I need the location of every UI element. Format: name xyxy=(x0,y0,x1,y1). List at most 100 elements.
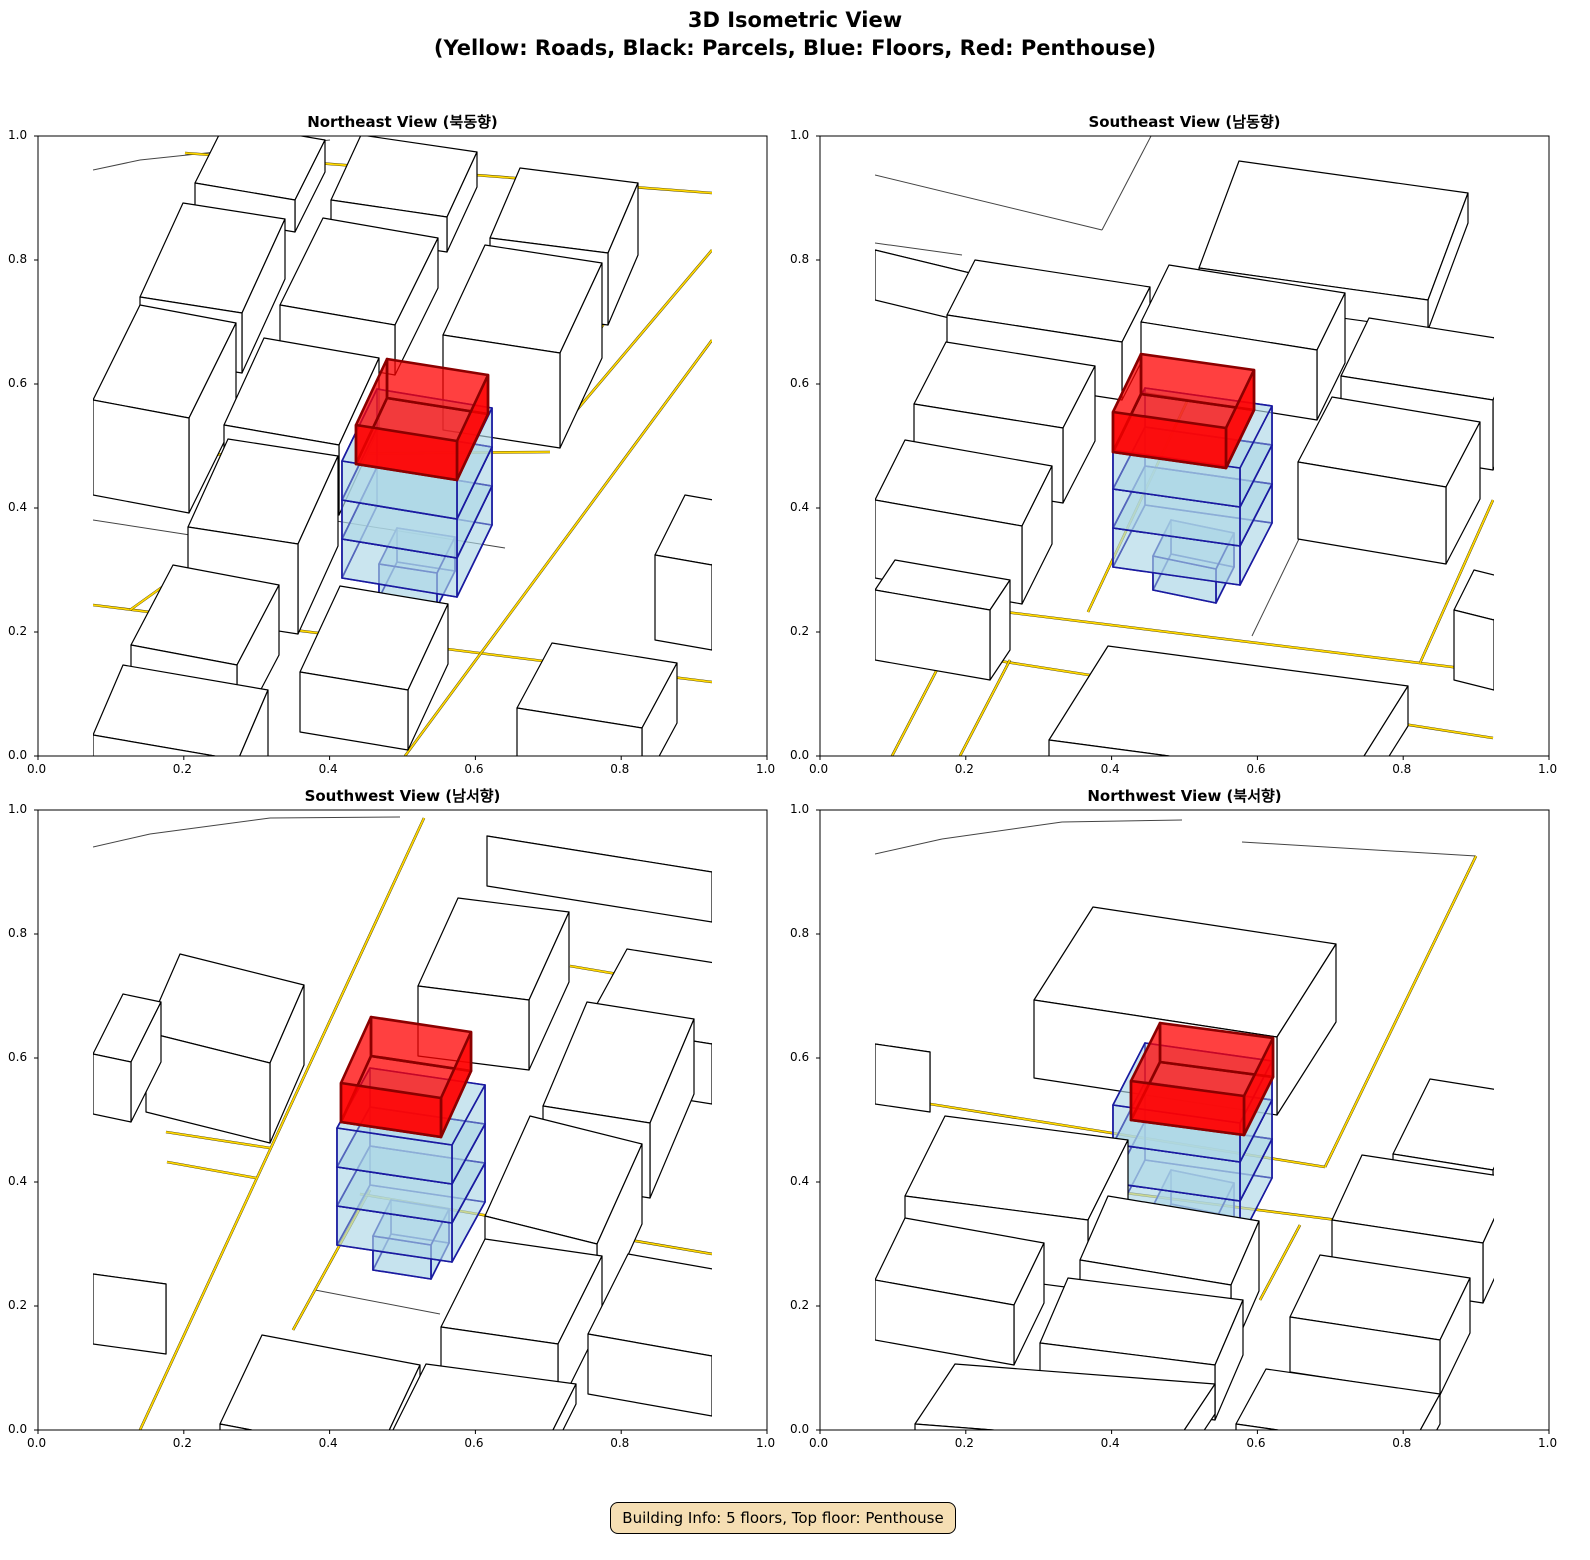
building-front xyxy=(914,1423,1001,1430)
panel-title-northeast: Northeast View (북동향) xyxy=(307,113,498,131)
panel-northwest-drawing xyxy=(875,819,1494,1430)
parcel-building xyxy=(219,1334,421,1430)
penthouse xyxy=(1111,352,1256,470)
building-side xyxy=(711,1354,712,1417)
building-roof xyxy=(1048,645,1409,756)
parcel-building xyxy=(93,993,162,1123)
parcel-building xyxy=(1235,1368,1441,1430)
figure-subtitle: (Yellow: Roads, Black: Parcels, Blue: Fl… xyxy=(433,36,1157,60)
x-tick-label: 0.4 xyxy=(1100,762,1120,776)
building-side xyxy=(1493,618,1494,691)
building-front xyxy=(875,1043,931,1113)
parcel-building xyxy=(93,304,237,514)
y-tick-label: 0.6 xyxy=(790,376,810,390)
building-side xyxy=(1363,685,1409,756)
panel-content xyxy=(93,816,712,1430)
road-line xyxy=(292,1189,371,1331)
x-tick-label: 0.6 xyxy=(1246,762,1266,776)
parcel-building xyxy=(392,1363,577,1430)
y-tick-label: 0.2 xyxy=(790,624,810,638)
panel-content xyxy=(875,136,1494,756)
y-tick-label: 1.0 xyxy=(8,802,28,816)
building-front xyxy=(93,734,219,756)
parcel-line xyxy=(875,174,1103,231)
building-front xyxy=(486,835,712,923)
building-side xyxy=(1419,1393,1441,1430)
building-roof xyxy=(654,494,712,566)
parcel-line xyxy=(93,833,151,848)
building-front xyxy=(93,399,190,514)
axes-frame-northeast xyxy=(37,135,768,757)
building-side xyxy=(711,563,712,651)
x-tick-label: 1.0 xyxy=(1538,1436,1558,1450)
y-tick-label: 0.4 xyxy=(790,500,810,514)
parcel-line xyxy=(314,1289,441,1315)
building-info-box: Building Info: 5 floors, Top floor: Pent… xyxy=(610,1502,956,1534)
parcel-building xyxy=(516,642,678,756)
building-front xyxy=(875,589,991,681)
x-tick-label: 0.0 xyxy=(809,762,829,776)
x-tick-label: 0.0 xyxy=(809,1436,829,1450)
parcel-building xyxy=(440,1238,603,1410)
x-tick-label: 0.4 xyxy=(318,762,338,776)
parcel-line xyxy=(93,159,141,171)
penthouse xyxy=(339,1015,473,1139)
x-tick-label: 1.0 xyxy=(756,1436,776,1450)
building-front xyxy=(654,554,712,651)
x-tick-label: 0.8 xyxy=(610,762,630,776)
panel-content xyxy=(93,136,712,756)
floor-ground xyxy=(372,1199,450,1280)
y-tick-label: 0.6 xyxy=(790,1050,810,1064)
parcel-building xyxy=(587,1253,712,1417)
penthouse-front xyxy=(1111,410,1228,470)
building-front xyxy=(587,1333,712,1417)
parcel-building xyxy=(914,1363,1216,1430)
parcel-building xyxy=(875,559,1011,681)
x-tick-label: 0.6 xyxy=(464,1436,484,1450)
parcel-building xyxy=(93,664,269,756)
axes-frame-southeast xyxy=(819,135,1550,757)
building-roof xyxy=(1392,1078,1494,1171)
floor-ground-top xyxy=(372,1199,450,1246)
parcel-building xyxy=(1453,569,1494,691)
building-front xyxy=(1235,1423,1282,1430)
floor-3 xyxy=(336,1106,486,1224)
building-front xyxy=(875,1279,1015,1366)
parcel-building xyxy=(1297,396,1481,565)
panel-northeast-drawing xyxy=(93,136,712,756)
axes-frame-southwest xyxy=(37,809,768,1431)
floor-ground-top xyxy=(1152,519,1235,570)
panel-content xyxy=(875,819,1494,1430)
building-front xyxy=(516,707,643,756)
road-line xyxy=(404,339,712,756)
building-side xyxy=(1492,396,1494,471)
y-tick-label: 0.6 xyxy=(8,376,28,390)
y-tick-label: 0.2 xyxy=(8,624,28,638)
parcel-building xyxy=(93,1273,167,1355)
road-line xyxy=(559,249,712,431)
penthouse-front xyxy=(339,1081,443,1139)
figure-title: 3D Isometric View xyxy=(687,8,903,32)
road-line xyxy=(1419,499,1494,664)
panel-southeast-drawing xyxy=(875,136,1494,756)
parcel-line xyxy=(269,816,401,819)
x-tick-label: 0.4 xyxy=(318,1436,338,1450)
x-tick-label: 0.6 xyxy=(1246,1436,1266,1450)
y-tick-label: 0.8 xyxy=(790,252,810,266)
building-front xyxy=(93,1053,132,1123)
target-building xyxy=(1111,352,1273,604)
parcel-line xyxy=(1241,841,1477,857)
parcel-building xyxy=(1048,645,1409,756)
parcel-building xyxy=(1289,1254,1471,1396)
parcel-line xyxy=(329,519,506,549)
target-building xyxy=(341,357,493,608)
y-tick-label: 1.0 xyxy=(790,802,810,816)
penthouse xyxy=(1129,1021,1275,1137)
building-front xyxy=(1297,461,1447,565)
y-tick-label: 0.0 xyxy=(790,748,810,762)
parcel-building xyxy=(654,494,712,651)
x-tick-label: 0.0 xyxy=(27,1436,47,1450)
y-tick-label: 0.0 xyxy=(8,1422,28,1436)
road-line xyxy=(165,1131,271,1149)
building-front xyxy=(219,1423,255,1430)
